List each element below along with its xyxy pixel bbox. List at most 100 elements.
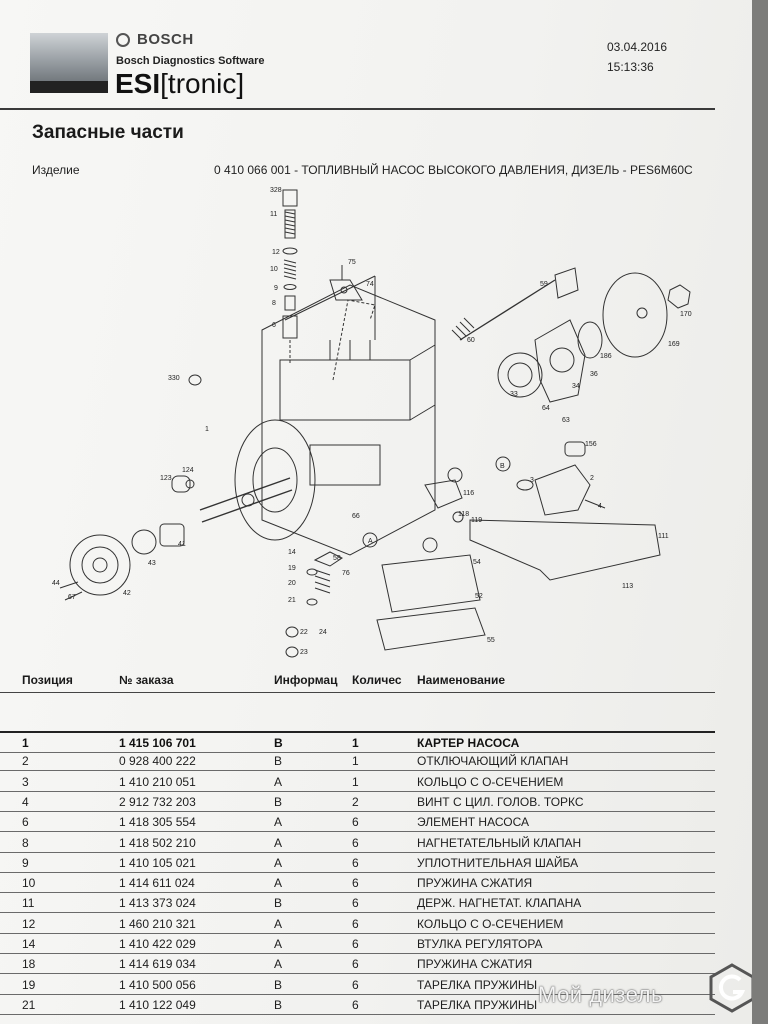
part-8 xyxy=(284,295,296,311)
part-label: 64 xyxy=(542,405,550,412)
part-label: 55 xyxy=(487,637,495,644)
cell-position: 3 xyxy=(22,774,29,789)
part-label: 75 xyxy=(348,259,356,266)
cell-position: 19 xyxy=(22,977,36,992)
part-label: 169 xyxy=(668,341,680,348)
part-label: 111 xyxy=(658,533,669,540)
camshaft xyxy=(199,477,291,511)
part-label: 41 xyxy=(178,541,186,548)
cell-name: ПРУЖИНА СЖАТИЯ xyxy=(417,957,533,972)
software-name: Bosch Diagnostics Software xyxy=(116,55,265,67)
cell-position: 8 xyxy=(22,835,29,850)
callout-B xyxy=(447,467,463,483)
part-label: 118 xyxy=(458,511,469,518)
part-label: 59 xyxy=(540,281,548,288)
part-label: 12 xyxy=(272,249,280,256)
part-42-pulley xyxy=(69,534,131,596)
part-3-oring xyxy=(516,479,534,491)
part-label: 52 xyxy=(475,593,483,600)
part-19 xyxy=(306,568,318,576)
cell-quantity: 6 xyxy=(352,815,359,830)
part-2-valve xyxy=(534,464,591,516)
document-page: BOSCH Bosch Diagnostics Software ESI[tro… xyxy=(0,0,752,1024)
flange-plate xyxy=(234,419,316,541)
esi-logo-bracket: [tronic] xyxy=(160,68,245,99)
part-label: 330 xyxy=(168,375,180,382)
part-111-gasket xyxy=(469,519,661,581)
cell-quantity: 6 xyxy=(352,855,359,870)
part-label: 76 xyxy=(342,570,350,577)
part-label: 4 xyxy=(598,503,602,510)
cell-quantity: 6 xyxy=(352,977,359,992)
cell-info: B xyxy=(274,754,283,769)
part-33-bearing xyxy=(497,352,543,398)
cell-position: 11 xyxy=(22,896,35,911)
part-label: 156 xyxy=(585,441,597,448)
part-58 xyxy=(313,551,343,567)
part-label: 328 xyxy=(270,187,282,194)
part-label: 43 xyxy=(148,560,156,567)
part-116 xyxy=(424,479,463,509)
part-74 xyxy=(329,279,363,301)
part-label: 124 xyxy=(182,467,194,474)
part-43 xyxy=(131,529,157,555)
part-label: A xyxy=(368,538,373,545)
cell-order-number: 1 415 106 701 xyxy=(119,736,196,750)
cell-position: 9 xyxy=(22,855,29,870)
part-label: 20 xyxy=(288,580,296,587)
part-169-disc xyxy=(602,272,668,358)
cell-position: 2 xyxy=(22,754,29,769)
cell-name: КОЛЬЦО С О-СЕЧЕНИЕМ xyxy=(417,916,564,931)
cell-info: B xyxy=(274,736,283,750)
cell-info: A xyxy=(274,815,283,830)
part-59 xyxy=(554,267,579,299)
cell-order-number: 2 912 732 203 xyxy=(119,794,196,809)
part-label: 9 xyxy=(274,285,278,292)
cell-quantity: 6 xyxy=(352,916,359,931)
part-21 xyxy=(306,598,318,606)
part-52-plate xyxy=(376,607,486,651)
part-label: 123 xyxy=(160,475,172,482)
cell-order-number: 1 418 305 554 xyxy=(119,815,196,830)
part-label: 21 xyxy=(288,597,296,604)
cell-quantity: 1 xyxy=(352,774,359,789)
part-label: 113 xyxy=(622,583,633,590)
part-label: 3 xyxy=(530,477,534,484)
col-position: Позиция xyxy=(22,673,73,687)
product-label: Изделие xyxy=(32,163,80,177)
col-name: Наименование xyxy=(417,673,506,687)
part-label: 2 xyxy=(590,475,594,482)
part-34-cover xyxy=(534,319,586,403)
cell-quantity: 2 xyxy=(352,794,359,809)
cell-order-number: 1 410 105 021 xyxy=(119,855,196,870)
cell-quantity: 6 xyxy=(352,937,359,951)
watermark-text: Мой дизель xyxy=(538,982,663,1007)
cell-name: ВИНТ С ЦИЛ. ГОЛОВ. ТОРКС xyxy=(417,794,584,809)
col-quantity: Количес xyxy=(352,673,402,687)
part-330 xyxy=(188,374,202,386)
part-328 xyxy=(282,189,298,207)
part-label: 14 xyxy=(288,549,296,556)
header-rule xyxy=(0,692,715,693)
cell-info: A xyxy=(274,835,283,850)
part-9 xyxy=(283,284,297,290)
cell-order-number: 1 410 210 051 xyxy=(119,774,196,789)
cell-name: ДЕРЖ. НАГНЕТАТ. КЛАПАНА xyxy=(417,896,582,911)
print-time: 15:13:36 xyxy=(607,60,654,74)
part-12 xyxy=(282,247,298,255)
part-22 xyxy=(285,626,299,638)
cell-name: ТАРЕЛКА ПРУЖИНЫ xyxy=(417,997,538,1012)
cell-position: 18 xyxy=(22,957,36,972)
part-label: B xyxy=(500,463,505,470)
cell-name: НАГНЕТАТЕЛЬНЫЙ КЛАПАН xyxy=(417,835,582,850)
cell-info: A xyxy=(274,876,283,891)
part-label: 42 xyxy=(123,590,131,597)
part-label: 186 xyxy=(600,353,612,360)
cell-position: 12 xyxy=(22,916,36,931)
